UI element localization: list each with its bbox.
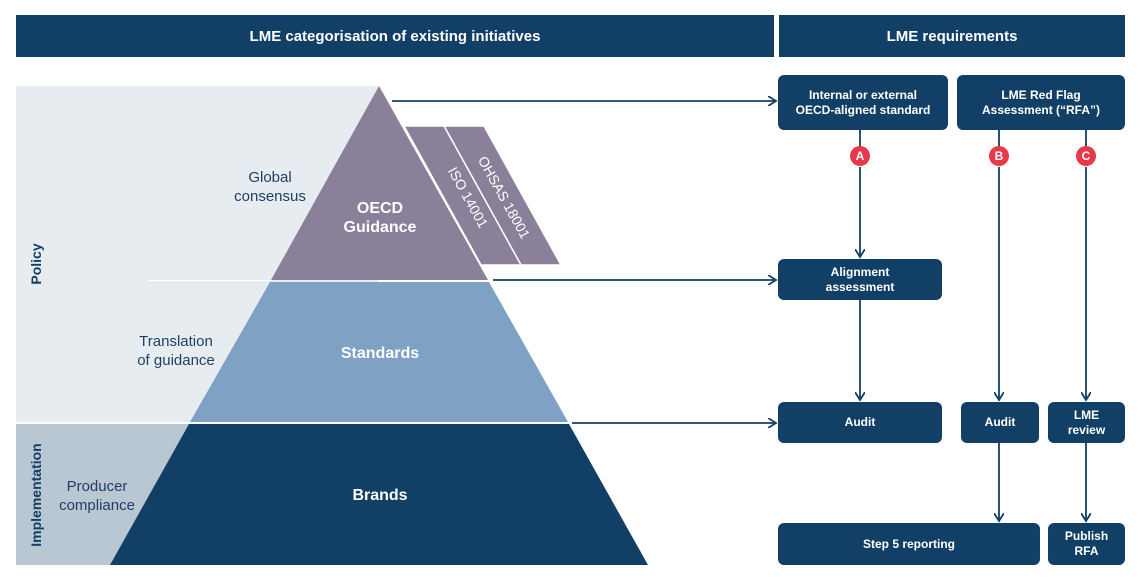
publish-rfa-box: Publish RFA (1048, 523, 1125, 565)
global-consensus-label: Global consensus (234, 169, 306, 205)
audit-b-box: Audit (961, 402, 1039, 443)
audit-a-box: Audit (778, 402, 942, 443)
badge-b: B (989, 146, 1009, 166)
badge-a: A (850, 146, 870, 166)
red-flag-box: LME Red Flag Assessment (“RFA”) (957, 75, 1125, 130)
brands-label: Brands (352, 487, 407, 504)
standards-tier (190, 282, 568, 422)
alignment-box: Alignment assessment (778, 259, 942, 300)
translation-label: Translation of guidance (137, 333, 215, 369)
right-header: LME requirements (779, 15, 1125, 57)
left-header: LME categorisation of existing initiativ… (16, 15, 774, 57)
oecd-tier (271, 86, 488, 280)
oecd-label-line1: OECD (357, 200, 403, 217)
internal-standard-box: Internal or external OECD-aligned standa… (778, 75, 948, 130)
standards-label: Standards (341, 345, 419, 362)
policy-divider (148, 280, 273, 281)
producer-compliance-label: Producer compliance (59, 478, 135, 514)
oecd-label-line2: Guidance (344, 219, 417, 236)
lme-review-box: LME review (1048, 402, 1125, 443)
badge-c: C (1076, 146, 1096, 166)
iso-tab (402, 125, 523, 266)
step5-reporting-box: Step 5 reporting (778, 523, 1040, 565)
brands-tier (110, 424, 648, 565)
